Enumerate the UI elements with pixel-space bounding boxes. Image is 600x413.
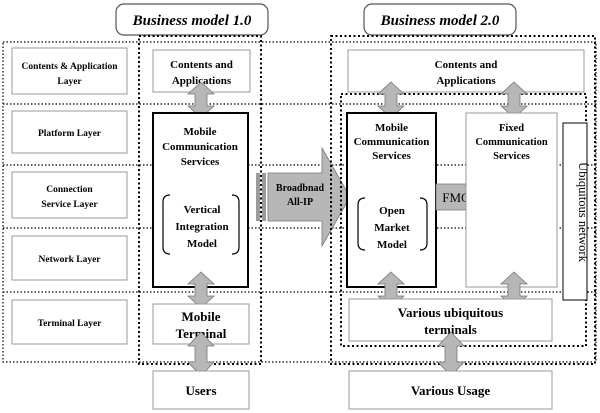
layer-label-platform: Platform Layer [11, 110, 128, 154]
model1-contents-line2: Applications [172, 75, 232, 87]
model1-vertical-bracket-right [231, 194, 240, 255]
model1-vertical-line3: Model [187, 238, 217, 250]
model2-open-bracket-right [419, 197, 428, 251]
model2-title: Business model 2.0 [363, 3, 517, 36]
transition-line2: All-IP [287, 197, 313, 208]
model2-contents-line2: Applications [436, 75, 496, 87]
fmc-label: FMC [442, 190, 469, 205]
model2-fixed-services-box: Fixed Communication Services [465, 112, 558, 288]
model2-open-line3: Model [377, 239, 407, 251]
model2-fixed-line1: Fixed [499, 123, 524, 134]
model2-usage-text: Various Usage [411, 383, 491, 398]
transition-line1: Broadbnad [276, 183, 325, 194]
model2-open-line2: Market [374, 222, 410, 234]
layer-label-platform-text: Platform Layer [38, 129, 102, 139]
model1-vertical-line1: Vertical [184, 204, 221, 216]
model2-open-bracket-left [357, 197, 366, 251]
layer-label-contents-line2: Layer [57, 77, 82, 87]
layer-label-terminal: Terminal Layer [11, 299, 128, 345]
model1-contents-box: Contents and Applications [152, 49, 251, 93]
model2-contents-line1: Contents and [435, 59, 498, 71]
model1-users-box: Users [152, 370, 250, 410]
model1-contents-line1: Contents and [170, 59, 233, 71]
model2-title-text: Business model 2.0 [380, 13, 500, 29]
model1-vertical-line2: Integration [175, 221, 228, 233]
layer-label-contents-line1: Contents & Application [21, 62, 118, 72]
model2-mobile-line2: Communication [354, 136, 430, 148]
model1-mobile-services-box: Mobile Communication Services Vertical I… [152, 112, 249, 288]
model2-open-line1: Open [379, 205, 405, 217]
transition-arrow: Broadbnad All-IP [256, 146, 351, 248]
model2-fixed-line3: Services [493, 151, 530, 162]
model1-title-text: Business model 1.0 [132, 13, 252, 29]
layer-label-connection-line2: Service Layer [41, 200, 98, 210]
model2-dotted-frame [330, 35, 596, 365]
layer-label-connection-line1: Connection [46, 185, 93, 195]
model2-usage-box: Various Usage [348, 370, 553, 410]
model2-terminals-line2: terminals [424, 322, 477, 337]
layer-label-terminal-text: Terminal Layer [38, 319, 103, 329]
layer-label-network: Network Layer [11, 235, 128, 281]
model1-users-text: Users [185, 383, 216, 398]
model1-mobile-line1: Mobile [184, 126, 217, 138]
model2-terminals-box: Various ubiquitous terminals [348, 298, 553, 342]
model2-mobile-line1: Mobile [375, 122, 408, 134]
ubiquitous-network-box: Ubiquitous network [562, 122, 590, 301]
model1-mobile-line3: Services [181, 156, 220, 168]
model1-mobile-line2: Communication [162, 141, 238, 153]
layer-label-connection: Connection Service Layer [11, 171, 128, 219]
model1-title: Business model 1.0 [115, 3, 269, 36]
model2-terminals-line1: Various ubiquitous [398, 305, 503, 320]
model1-terminal-line1: Mobile [182, 309, 221, 324]
layer-label-network-text: Network Layer [39, 255, 102, 265]
model2-mobile-line3: Services [372, 150, 411, 162]
model2-mobile-services-box: Mobile Communication Services Open Marke… [346, 112, 437, 288]
model2-fixed-line2: Communication [475, 137, 547, 148]
ubiquitous-network-text: Ubiquitous network [576, 162, 590, 262]
model1-vertical-bracket-left [162, 194, 171, 255]
layer-label-contents: Contents & Application Layer [11, 47, 128, 95]
model2-contents-box: Contents and Applications [347, 49, 585, 93]
